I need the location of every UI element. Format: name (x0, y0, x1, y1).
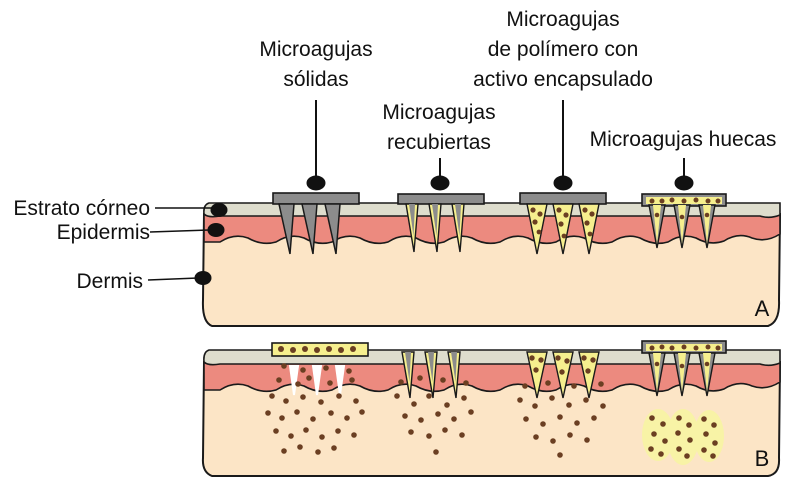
hollow-microneedle-array (641, 158, 727, 249)
hollow-needle-injection (641, 340, 727, 465)
dermis-dot (194, 271, 212, 285)
coated-needle-release (394, 351, 474, 455)
polymer-label-line1: Microagujas (506, 8, 619, 31)
layer-labels: Estrato córneo Epidermis Dermis (13, 197, 150, 293)
dermis-layer (201, 213, 782, 327)
polymer-microneedle-array (519, 100, 607, 255)
layer-dots (194, 203, 228, 285)
panel-a-skin (201, 202, 782, 327)
layer-leaders (147, 207, 213, 281)
polymer-label-line2: de polímero con (488, 38, 639, 61)
epidermis-label: Epidermis (57, 221, 150, 244)
coated-label-line2: recubiertas (387, 131, 491, 154)
polymer-label-line3: activo encapsulado (473, 68, 653, 91)
epidermis-dot (207, 223, 225, 237)
coated-microneedle-array (397, 158, 485, 253)
panel-b-letter: B (755, 446, 770, 471)
solid-patch-application (265, 342, 369, 455)
solid-label-line1: Microagujas (259, 38, 372, 61)
solid-label-line2: sólidas (283, 68, 348, 91)
hollow-label: Microagujas huecas (590, 128, 777, 151)
dermis-label: Dermis (77, 270, 144, 293)
stratum-corneum-label: Estrato córneo (13, 197, 150, 220)
needle-type-labels: Microagujas sólidas Microagujas recubier… (259, 8, 776, 154)
dermis-layer-b (201, 361, 782, 477)
solid-microneedle-array (272, 100, 360, 255)
coated-label-line1: Microagujas (382, 101, 495, 124)
stratum-corneum-dot (210, 203, 228, 217)
polymer-needle-dissolution (517, 351, 606, 458)
panel-a-letter: A (755, 296, 770, 321)
epidermis-layer (203, 213, 781, 245)
